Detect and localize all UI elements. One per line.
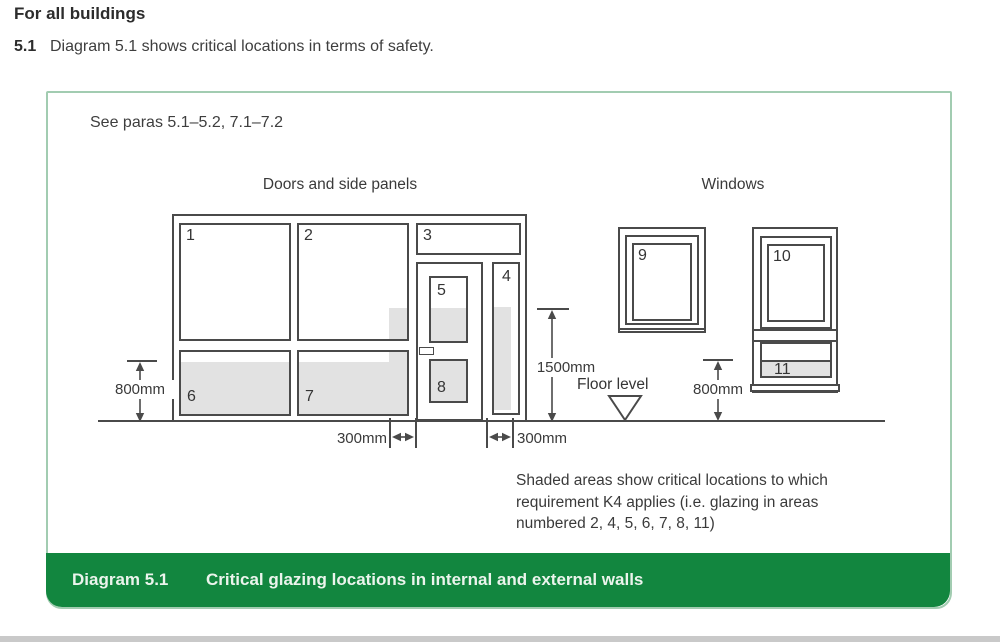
floor-level-label: Floor level xyxy=(577,376,649,393)
dimension-label-800mm-right: 800mm xyxy=(683,380,753,399)
glazing-panel-8: 8 xyxy=(429,359,468,403)
window-9-sill-line xyxy=(620,328,704,330)
critical-shade-panel-8 xyxy=(431,361,466,401)
window-9-pane: 9 xyxy=(632,243,692,321)
dimension-arrow-300mm-left xyxy=(392,432,414,442)
figure-caption-title: Critical glazing locations in internal a… xyxy=(206,570,644,589)
critical-shade-panel-7 xyxy=(299,362,407,414)
dimension-tick xyxy=(415,418,417,448)
window-sill xyxy=(750,384,840,392)
critical-shade-panel-11: 11 xyxy=(762,360,830,378)
glazing-panel-4: 4 xyxy=(492,262,520,415)
dimension-label-300mm-left: 300mm xyxy=(336,430,387,447)
panel-number-11: 11 xyxy=(774,361,791,378)
window-11-inner-frame: 11 xyxy=(760,342,832,378)
panel-number-10: 10 xyxy=(773,248,791,265)
dimension-tick xyxy=(389,418,391,448)
window-10-pane: 10 xyxy=(767,244,825,322)
dimension-label-300mm-right: 300mm xyxy=(517,430,568,447)
dimension-label-800mm-left: 800mm xyxy=(104,380,176,399)
window-9-frame: 9 xyxy=(618,227,706,333)
page-heading: For all buildings xyxy=(14,4,146,23)
shaded-areas-note-line1: Shaded areas show critical locations to … xyxy=(516,472,828,489)
paragraph-number: 5.1 xyxy=(14,38,37,55)
panel-number-9: 9 xyxy=(638,247,647,264)
glazing-panel-3: 3 xyxy=(416,223,521,255)
panel-number-6: 6 xyxy=(187,388,196,405)
critical-shade-panel-6 xyxy=(181,362,289,414)
glazing-panel-1: 1 xyxy=(179,223,291,341)
critical-shade-panel-4 xyxy=(494,307,511,410)
figure-caption-label: Diagram 5.1 xyxy=(72,570,169,589)
dimension-arrow-300mm-right xyxy=(489,432,511,442)
panel-number-7: 7 xyxy=(305,388,314,405)
paragraph-text: Diagram 5.1 shows critical locations in … xyxy=(50,38,434,55)
door-handle xyxy=(419,347,434,355)
panel-number-1: 1 xyxy=(186,227,195,244)
panel-number-3: 3 xyxy=(423,227,432,244)
label-windows: Windows xyxy=(701,176,765,193)
window-10-inner-frame: 10 xyxy=(760,236,832,329)
dimension-label-1500mm: 1500mm xyxy=(531,358,601,377)
glazing-panel-6: 6 xyxy=(179,350,291,416)
dimension-tick xyxy=(486,418,488,448)
panel-number-8: 8 xyxy=(437,379,446,396)
label-doors-side-panels: Doors and side panels xyxy=(262,176,418,193)
critical-shade-panel-7-upper xyxy=(389,352,407,362)
panel-number-5: 5 xyxy=(437,282,446,299)
floor-level-marker xyxy=(607,395,643,422)
critical-shade-panel-5 xyxy=(431,308,466,341)
see-paras-note: See paras 5.1–5.2, 7.1–7.2 xyxy=(90,114,284,131)
dimension-tick xyxy=(512,418,514,448)
panel-number-4: 4 xyxy=(502,268,511,285)
glazing-panel-5: 5 xyxy=(429,276,468,343)
window-meeting-rail xyxy=(754,329,836,342)
figure-caption-bar: Diagram 5.1 Critical glazing locations i… xyxy=(46,553,950,607)
shaded-areas-note: Shaded areas show critical locations to … xyxy=(516,470,886,535)
page-bottom-divider xyxy=(0,636,1000,642)
shaded-areas-note-line3: numbered 2, 4, 5, 6, 7, 8, 11) xyxy=(516,515,715,532)
panel-number-2: 2 xyxy=(304,227,313,244)
glazing-panel-2: 2 xyxy=(297,223,409,341)
window-9-inner-frame: 9 xyxy=(625,235,699,325)
dimension-tick xyxy=(127,360,157,362)
critical-shade-panel-2 xyxy=(389,308,407,339)
shaded-areas-note-line2: requirement K4 applies (i.e. glazing in … xyxy=(516,493,819,511)
dimension-tick xyxy=(537,308,569,310)
dimension-tick xyxy=(703,359,733,361)
glazing-panel-7: 7 xyxy=(297,350,409,416)
floor-line xyxy=(98,420,885,422)
window-10-11-frame: 10 11 xyxy=(752,227,838,393)
